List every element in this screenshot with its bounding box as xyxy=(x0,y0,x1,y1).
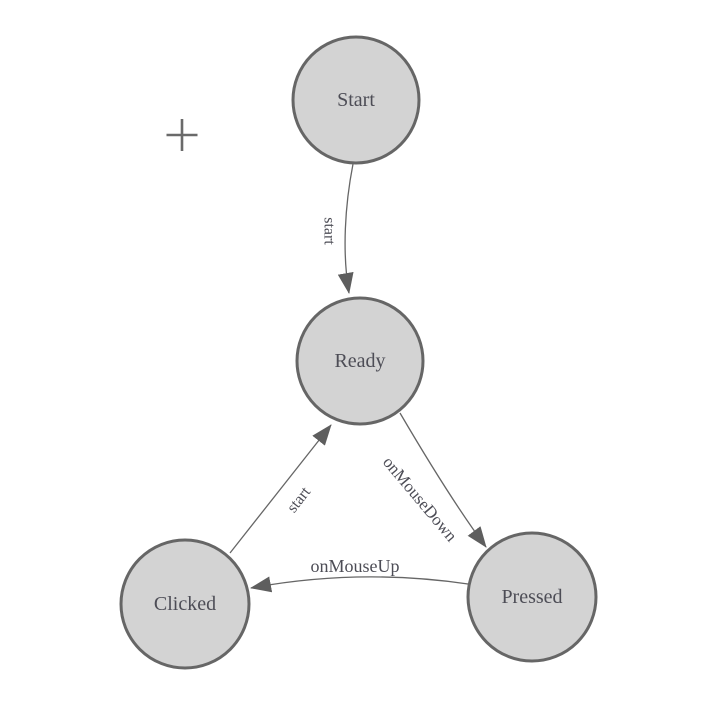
transition-label-ready-to-pressed: onMouseDown xyxy=(379,453,461,546)
transition-start-to-ready: start xyxy=(321,163,354,294)
transition-label-pressed-to-clicked: onMouseUp xyxy=(311,556,400,576)
state-node-start[interactable]: Start xyxy=(291,35,421,165)
state-circle-start[interactable] xyxy=(291,35,421,165)
state-circle-clicked[interactable] xyxy=(119,538,251,670)
transition-edge-clicked-to-ready[interactable] xyxy=(229,424,332,554)
transition-clicked-to-ready: start xyxy=(229,424,332,554)
state-circle-pressed[interactable] xyxy=(466,531,598,663)
state-label-clicked: Clicked xyxy=(154,593,216,615)
transition-edge-start-to-ready[interactable] xyxy=(337,163,354,294)
transition-label-start-to-ready: start xyxy=(321,217,338,245)
transition-edge-pressed-to-clicked[interactable] xyxy=(250,576,469,593)
state-label-ready: Ready xyxy=(334,350,385,372)
transition-label-clicked-to-ready: start xyxy=(284,483,315,516)
state-node-clicked[interactable]: Clicked xyxy=(119,538,251,670)
transition-pressed-to-clicked: onMouseUp xyxy=(250,556,469,593)
crosshair-cursor-icon xyxy=(166,119,198,151)
transition-edge-ready-to-pressed[interactable] xyxy=(399,412,487,548)
state-label-pressed: Pressed xyxy=(501,586,562,608)
state-node-ready[interactable]: Ready xyxy=(295,296,425,426)
state-label-start: Start xyxy=(337,89,375,111)
transition-ready-to-pressed: onMouseDown xyxy=(379,412,487,548)
state-node-pressed[interactable]: Pressed xyxy=(466,531,598,663)
state-circle-ready[interactable] xyxy=(295,296,425,426)
